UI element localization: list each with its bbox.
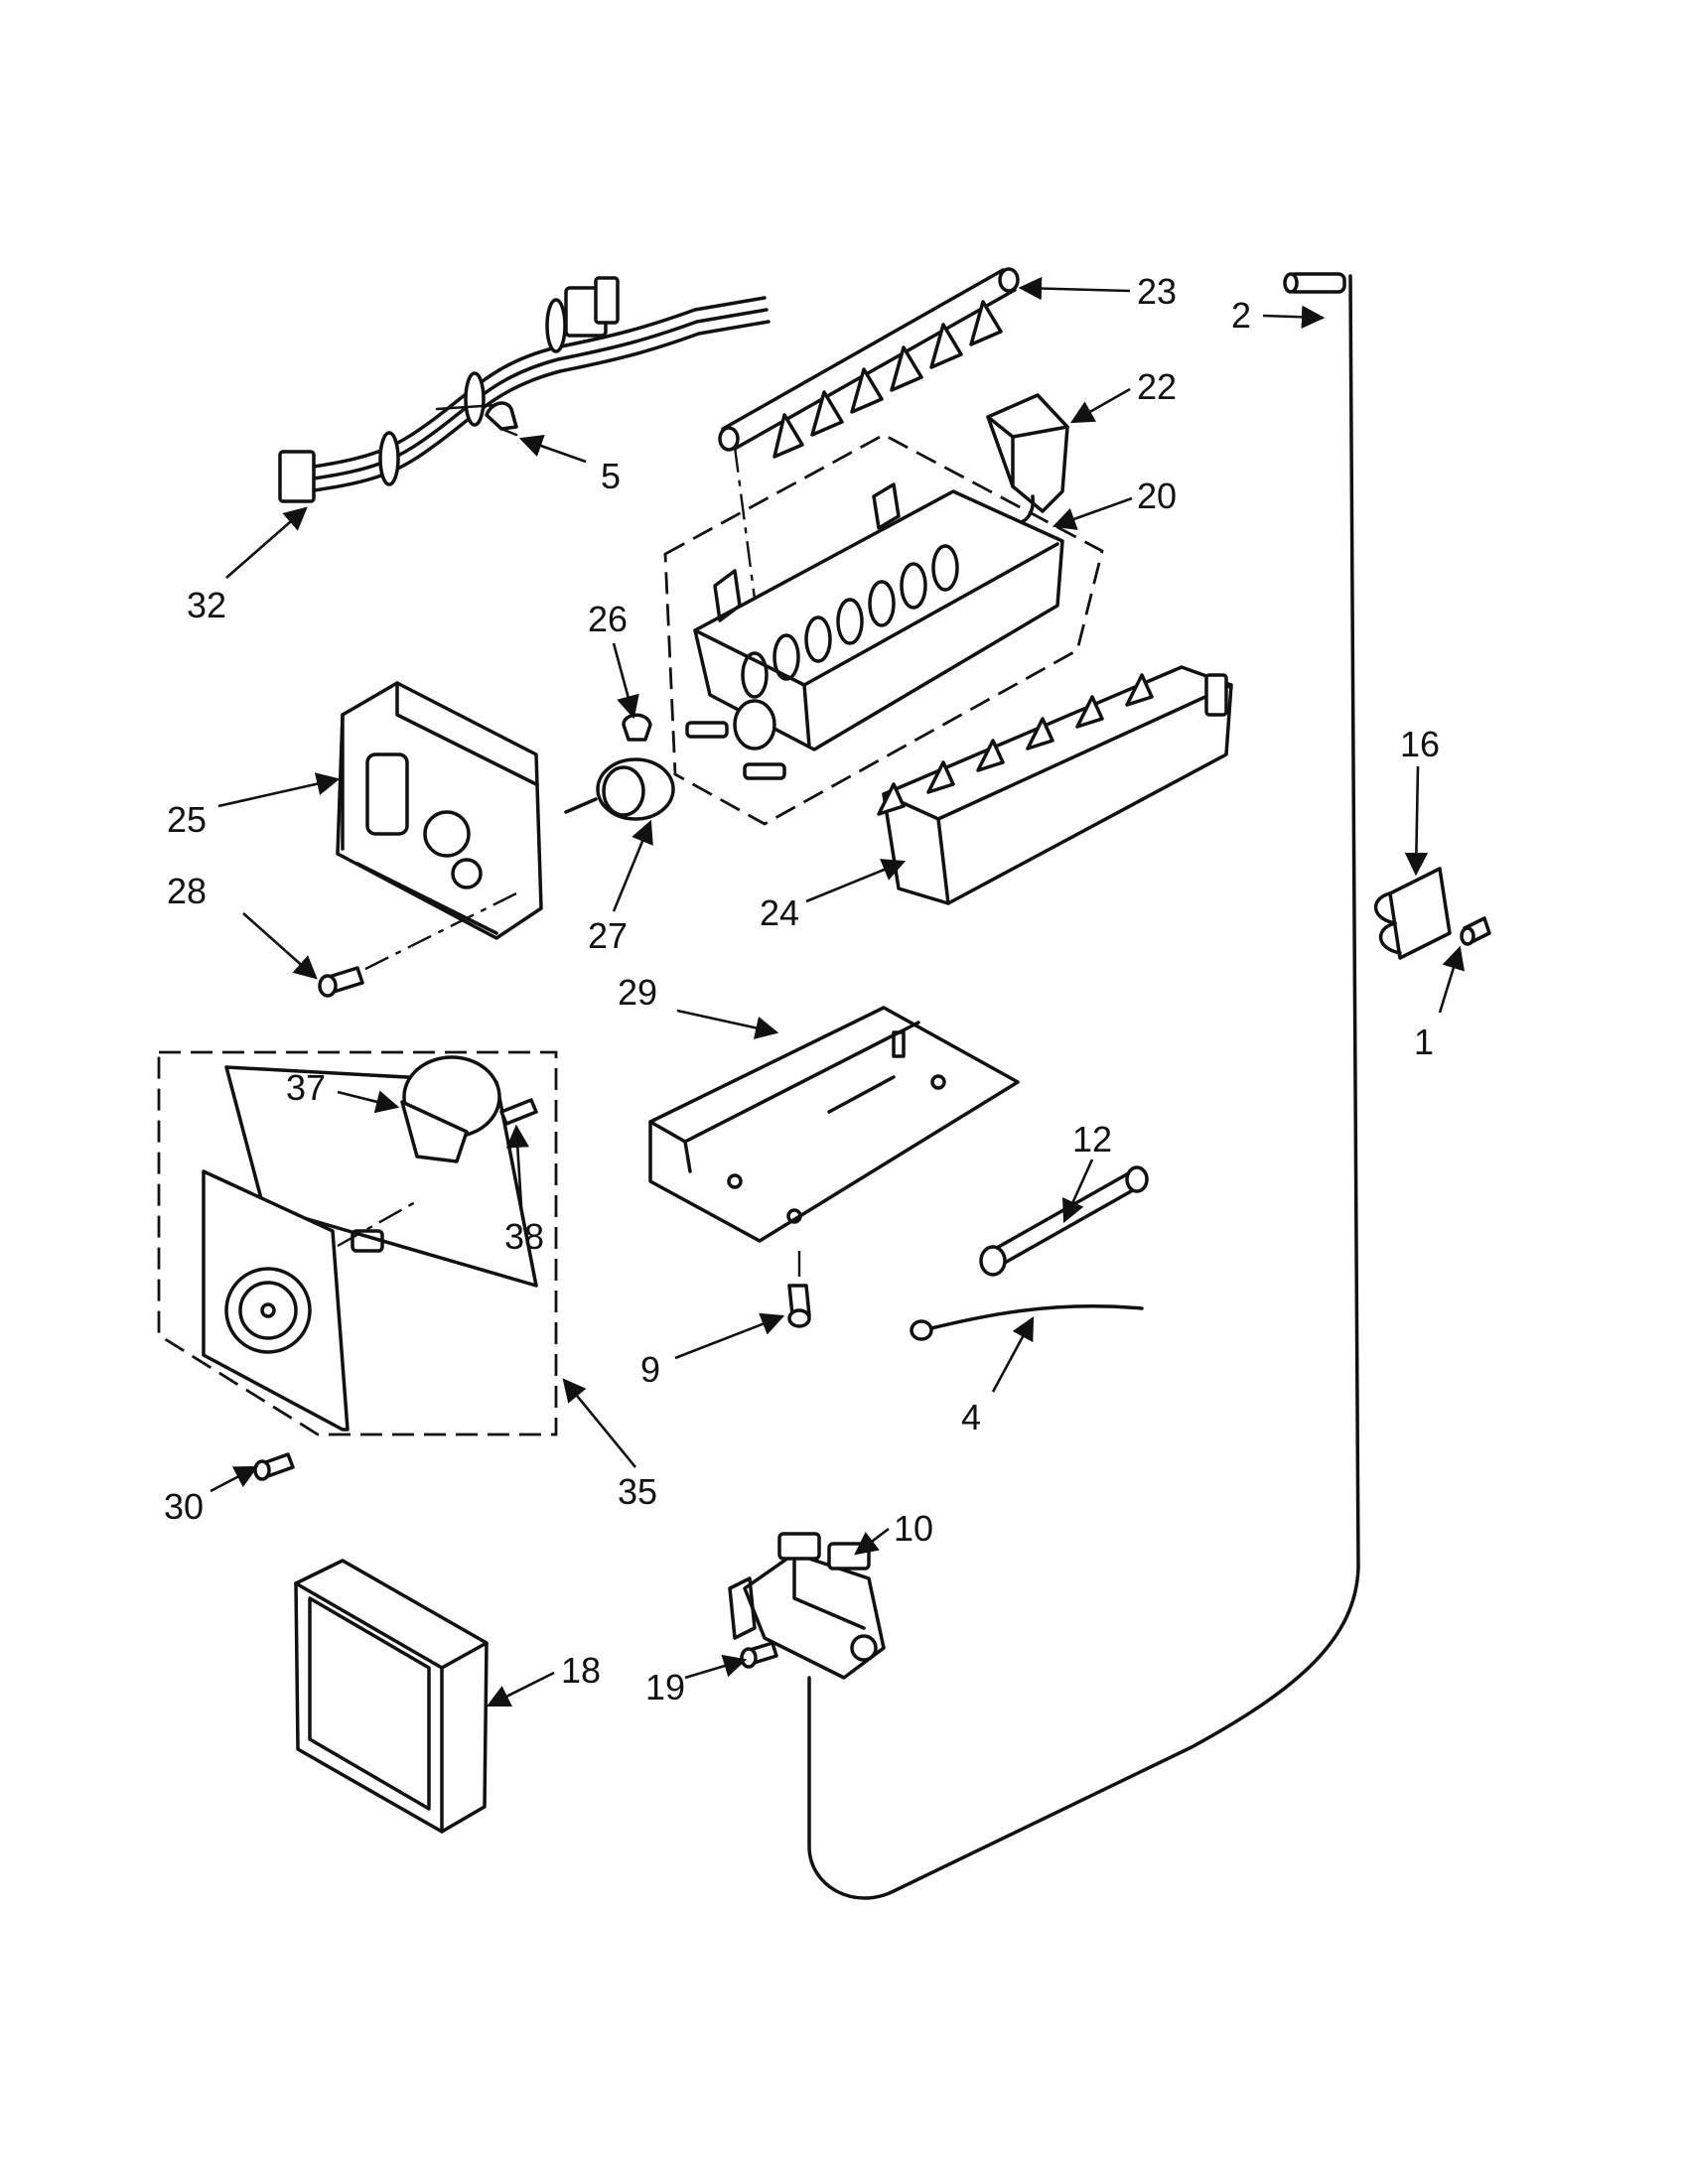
callout-18: 18	[561, 1650, 601, 1691]
callout-9: 9	[640, 1349, 660, 1390]
callout-28: 28	[167, 871, 207, 911]
screw-part-30	[253, 1452, 295, 1481]
callout-37: 37	[286, 1067, 326, 1108]
control-assembly-part-35	[157, 1050, 558, 1436]
callout-38: 38	[504, 1216, 544, 1257]
callout-19: 19	[645, 1667, 685, 1707]
harness-clip-part-5	[485, 401, 518, 437]
motor-part-37	[400, 1055, 501, 1163]
cover-part-18	[294, 1559, 489, 1834]
callout-1: 1	[1414, 1022, 1434, 1062]
callout-4: 4	[961, 1397, 981, 1437]
callout-27: 27	[588, 915, 628, 956]
callout-25: 25	[167, 799, 207, 840]
screw-part-19	[740, 1641, 778, 1669]
module-housing-part-25	[317, 681, 543, 995]
mounting-plate-part-29	[648, 1006, 1020, 1243]
callout-20: 20	[1137, 476, 1177, 516]
callout-12: 12	[1072, 1119, 1112, 1160]
callout-labels: 23 2 22 20 5 32 26 16 25 28 27 24 1 29 3…	[164, 271, 1440, 1707]
screw-part-38	[499, 1098, 538, 1126]
mold-cover-part-24	[877, 665, 1233, 905]
fill-tube-part-12	[979, 1165, 1149, 1277]
callout-23: 23	[1137, 271, 1177, 312]
screw-part-26	[622, 713, 652, 742]
tube-part-4	[910, 1304, 1144, 1341]
callout-32: 32	[187, 585, 226, 625]
ice-mold-part-20	[663, 433, 1104, 826]
callout-2: 2	[1231, 295, 1251, 336]
water-line-part-2	[807, 272, 1360, 1900]
ejector-part-23	[718, 267, 1020, 676]
screw-part-28	[318, 966, 364, 998]
motor-part-27	[564, 757, 675, 821]
callout-16: 16	[1400, 724, 1440, 764]
callout-22: 22	[1137, 366, 1177, 407]
callout-29: 29	[618, 972, 657, 1013]
callout-10: 10	[894, 1508, 933, 1549]
screw-part-1	[1460, 916, 1491, 946]
clamp-part-16	[1373, 867, 1452, 960]
control-plate	[202, 1169, 418, 1432]
callout-26: 26	[588, 599, 628, 639]
callout-5: 5	[601, 456, 621, 496]
fill-cup-part-22	[986, 393, 1069, 524]
callout-35: 35	[618, 1471, 657, 1512]
screw-part-9	[787, 1251, 811, 1328]
leader-lines	[210, 276, 1465, 1707]
wire-harness-part-32	[278, 276, 771, 503]
callout-24: 24	[760, 892, 799, 933]
callout-30: 30	[164, 1486, 204, 1527]
